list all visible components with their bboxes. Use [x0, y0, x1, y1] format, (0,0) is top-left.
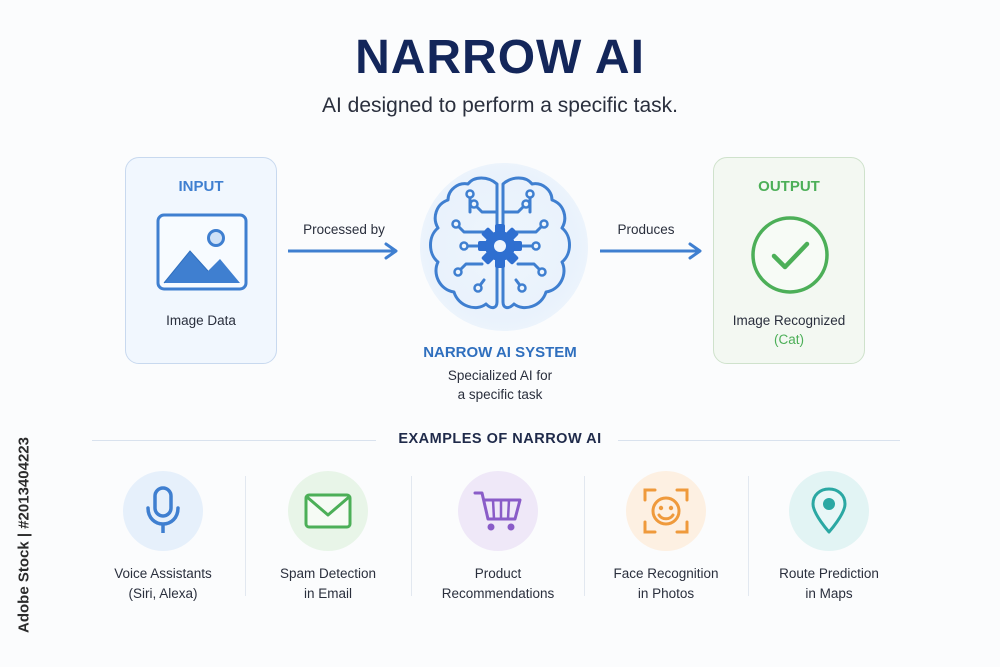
arrow-right-icon [288, 242, 398, 260]
output-card-detail: (Cat) [774, 332, 804, 347]
output-card: OUTPUT Image Recognized (Cat) [713, 157, 865, 364]
arrow-right-icon [600, 242, 702, 260]
face-scan-icon [643, 488, 689, 534]
produces-label: Produces [617, 222, 675, 237]
map-pin-icon [811, 487, 847, 534]
image-icon [156, 213, 248, 291]
example-spam-detection [288, 471, 368, 551]
input-card: INPUT Image Data [125, 157, 277, 364]
example-label-line1: Product [474, 566, 522, 581]
system-description-line2: a specific task [457, 387, 543, 402]
example-label-line2: in Email [303, 586, 352, 601]
system-description-line1: Specialized AI for [447, 368, 553, 383]
example-label-line2: in Maps [805, 586, 853, 601]
envelope-icon [304, 493, 352, 529]
output-card-title: OUTPUT [758, 178, 820, 195]
stock-watermark: Adobe Stock | #2013404223 [14, 420, 34, 650]
brain-gear-icon [429, 176, 571, 310]
section-divider-right [618, 440, 900, 441]
example-label-line1: Spam Detection [279, 566, 377, 581]
example-product-recommendations [458, 471, 538, 551]
checkmark-circle-icon [751, 216, 829, 294]
example-label-line2: (Siri, Alexa) [128, 586, 198, 601]
column-divider [411, 476, 412, 596]
microphone-icon [146, 486, 180, 533]
system-title: NARROW AI SYSTEM [423, 344, 577, 361]
page-subtitle: AI designed to perform a specific task. [321, 94, 678, 117]
example-face-recognition [626, 471, 706, 551]
input-card-title: INPUT [178, 178, 224, 195]
watermark-text: Adobe Stock | #2013404223 [15, 437, 33, 633]
example-label-line2: in Photos [637, 586, 695, 601]
example-route-prediction [789, 471, 869, 551]
example-label-line1: Voice Assistants [114, 566, 212, 581]
example-label-line1: Face Recognition [613, 566, 719, 581]
column-divider [748, 476, 749, 596]
column-divider [584, 476, 585, 596]
example-label-line2: Recommendations [441, 586, 555, 601]
input-card-label: Image Data [166, 313, 236, 328]
output-card-label: Image Recognized [732, 313, 846, 328]
example-voice-assistants [123, 471, 203, 551]
section-divider-left [92, 440, 376, 441]
page-title: NARROW AI [355, 31, 645, 84]
example-label-line1: Route Prediction [779, 566, 879, 581]
shopping-cart-icon [473, 491, 522, 531]
column-divider [245, 476, 246, 596]
processed-by-label: Processed by [303, 222, 385, 237]
examples-title: EXAMPLES OF NARROW AI [398, 431, 602, 447]
